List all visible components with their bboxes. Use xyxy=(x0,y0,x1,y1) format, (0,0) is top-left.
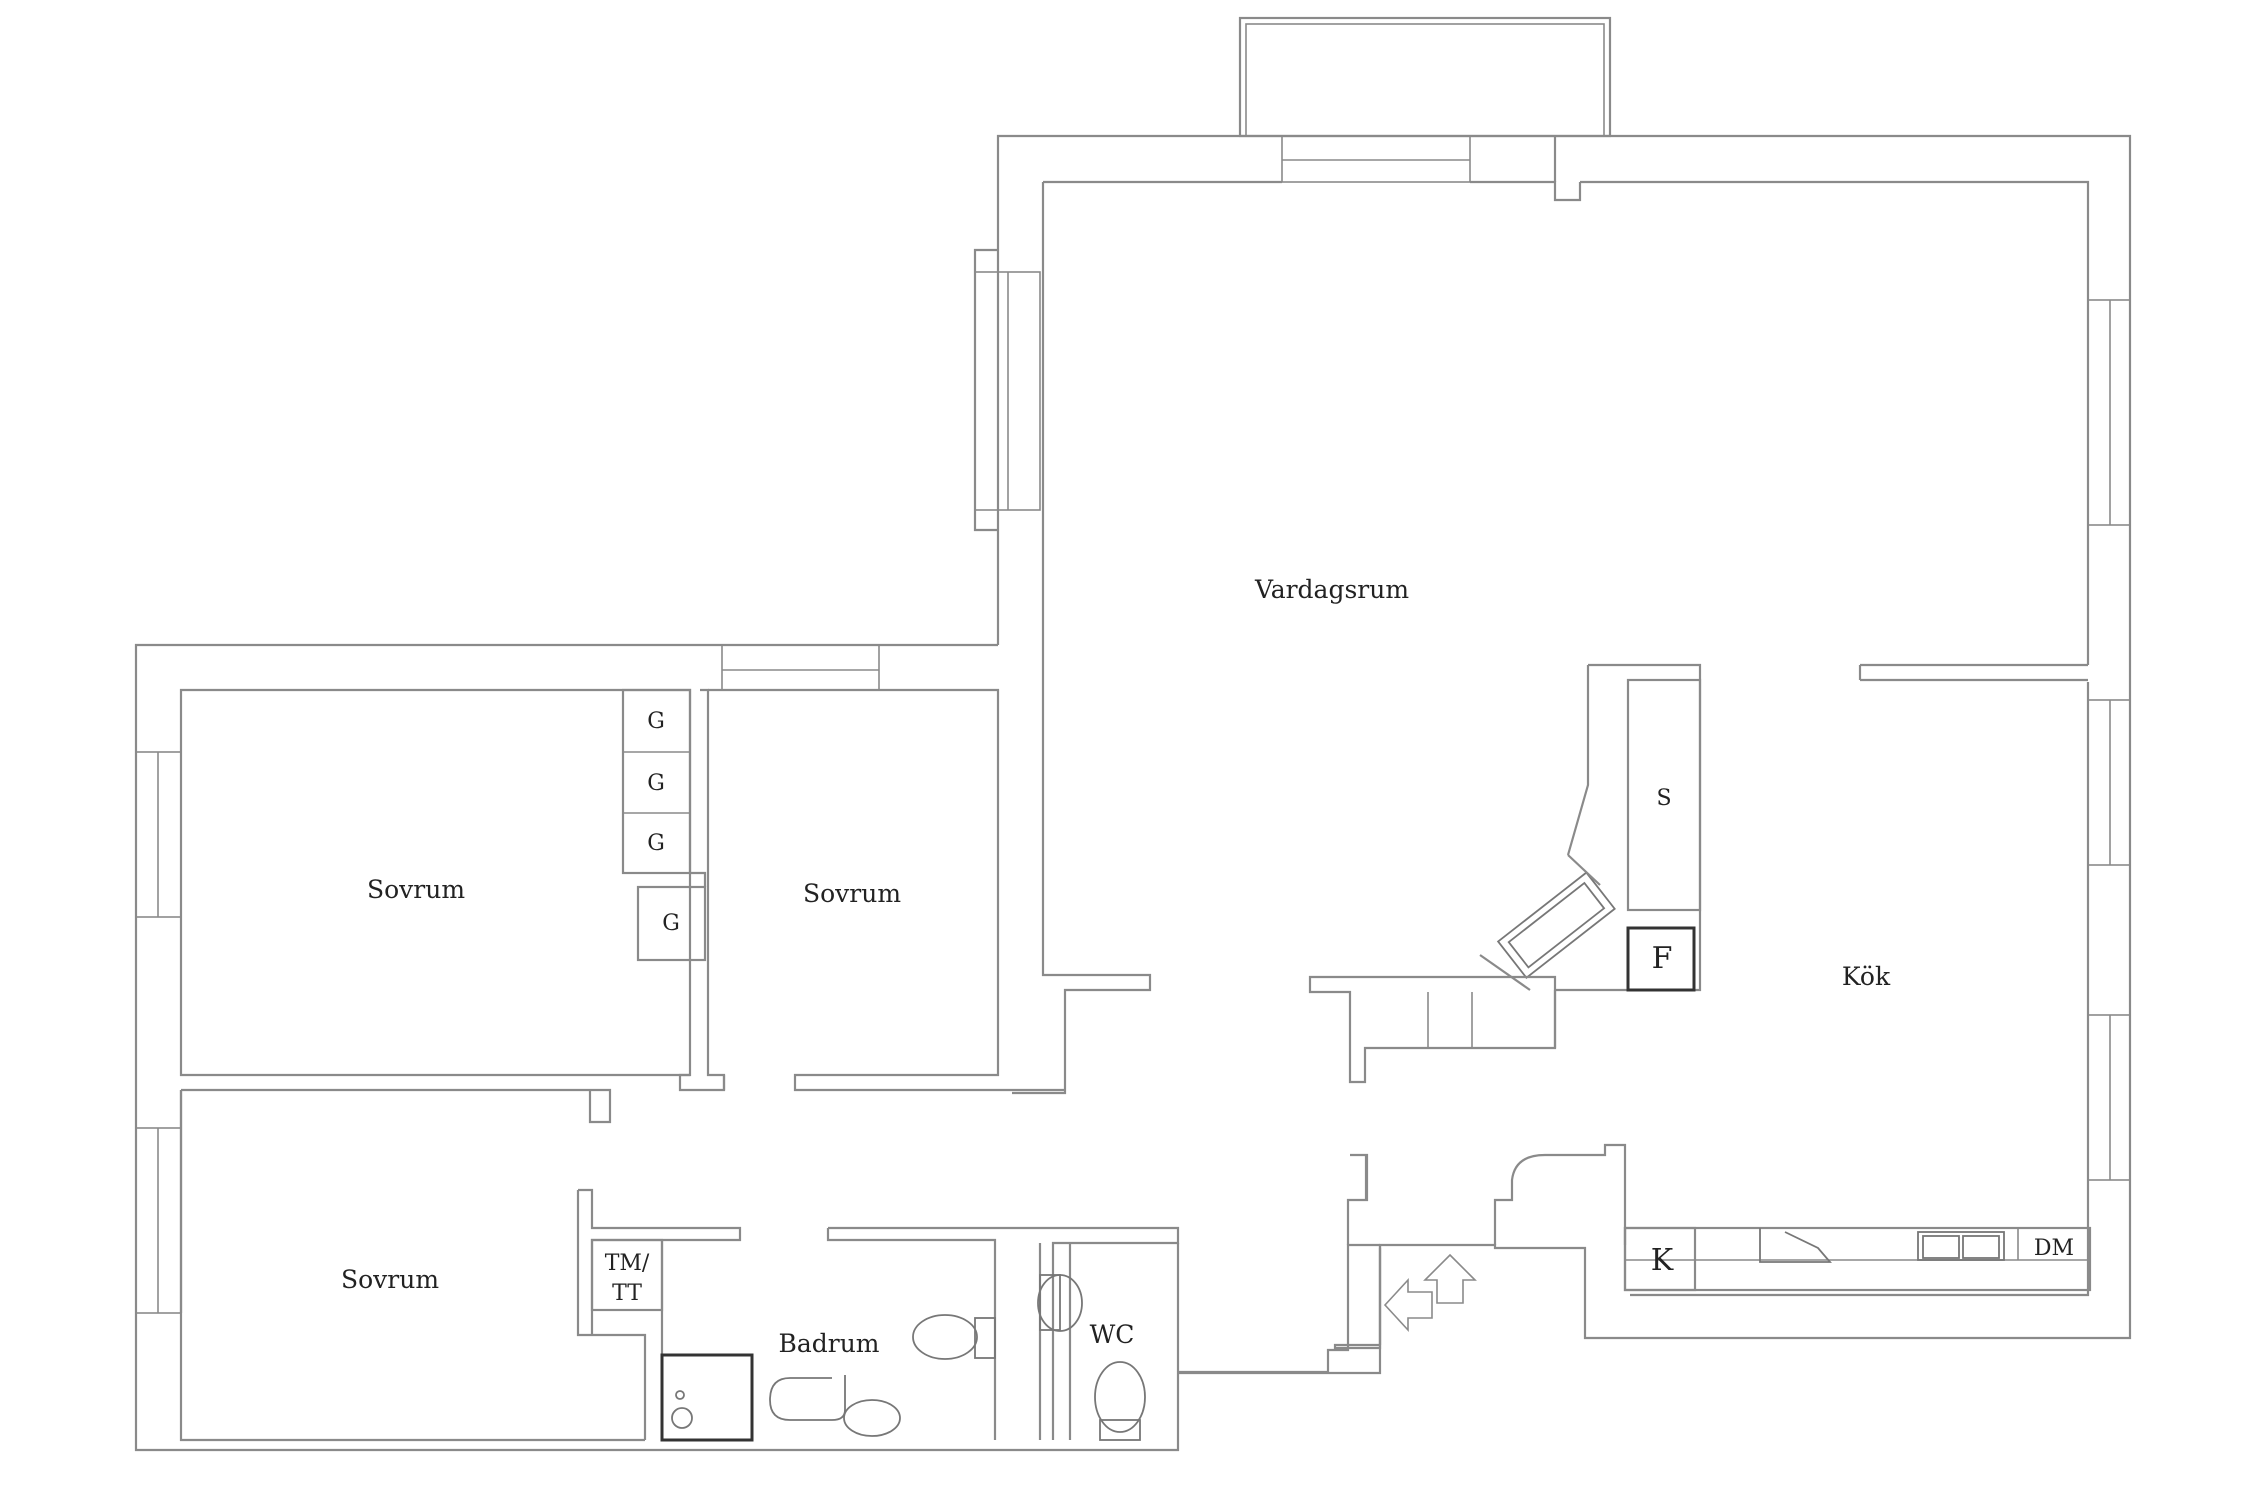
fixture-labels: G G G G S F K DM TM/ TT xyxy=(605,709,2074,1306)
fridge-label: F xyxy=(1652,941,1673,976)
room-label-living: Vardagsrum xyxy=(1254,575,1409,604)
room-label-wc: WC xyxy=(1090,1320,1135,1349)
bathroom-fixtures xyxy=(660,1274,1146,1442)
room-label-bedroom-2: Sovrum xyxy=(803,879,901,908)
dishwasher-label: DM xyxy=(2034,1236,2074,1261)
wardrobe-label: G xyxy=(662,911,680,936)
wardrobe-label: G xyxy=(647,831,665,856)
freezer-label: K xyxy=(1651,1243,1674,1278)
room-label-kitchen: Kök xyxy=(1842,962,1891,991)
storage-label: S xyxy=(1656,786,1671,811)
washer-label-line2: TT xyxy=(612,1281,642,1306)
bedroom-walls xyxy=(179,688,1627,1442)
room-label-bathroom: Badrum xyxy=(778,1329,879,1358)
wardrobe-label: G xyxy=(647,709,665,734)
outer-walls xyxy=(134,134,2132,1452)
washer-label-line1: TM/ xyxy=(605,1251,650,1276)
room-labels: Vardagsrum Kök Sovrum Sovrum Sovrum Badr… xyxy=(341,575,1891,1358)
room-label-bedroom-3: Sovrum xyxy=(341,1265,439,1294)
balcony xyxy=(1238,16,1612,138)
room-label-bedroom-1: Sovrum xyxy=(367,875,465,904)
wardrobe-label: G xyxy=(647,771,665,796)
kitchen-structures xyxy=(1308,663,2092,1292)
entrance-arrows-icon xyxy=(1383,1253,1477,1333)
